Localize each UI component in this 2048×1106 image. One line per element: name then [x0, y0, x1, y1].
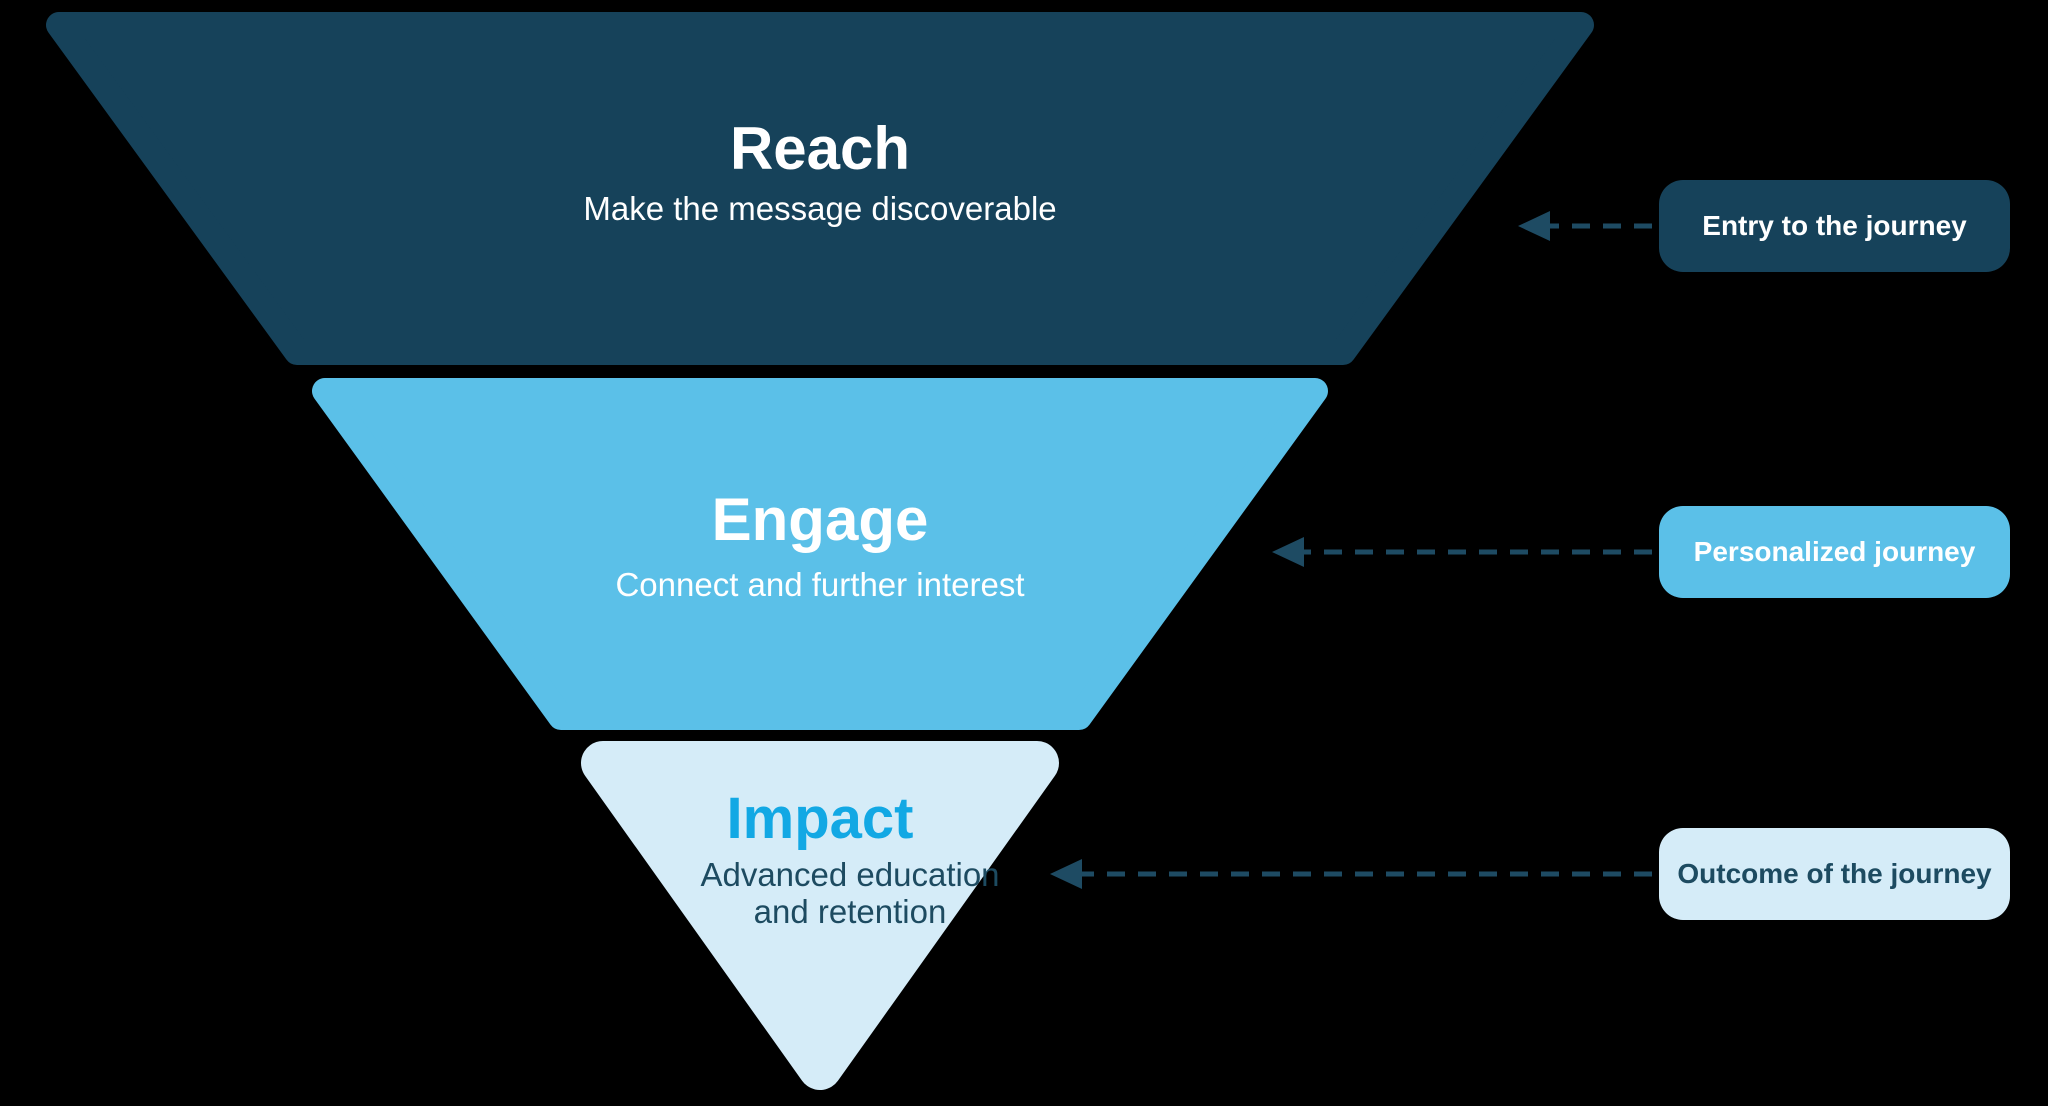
funnel-stage-impact-shape — [581, 741, 1059, 1090]
annotation-label-personalized: Personalized journey — [1693, 536, 1976, 567]
stage-reach-title: Reach — [729, 115, 911, 182]
personalized-arrow — [1272, 537, 1652, 567]
funnel-stage-reach-shape — [46, 12, 1594, 365]
annotation-box-entry: Entry to the journey — [1659, 180, 2010, 272]
outcome-arrow — [1050, 859, 1652, 889]
annotation-label-outcome: Outcome of the journey — [1677, 858, 1992, 889]
annotation-box-personalized: Personalized journey — [1659, 506, 2010, 598]
personalized-arrowhead-icon — [1272, 537, 1304, 567]
stage-impact-subtitle: Advanced education and retention — [700, 856, 1000, 930]
outcome-arrowhead-icon — [1050, 859, 1082, 889]
annotation-label-entry: Entry to the journey — [1702, 210, 1967, 241]
stage-engage-title: Engage — [711, 486, 929, 553]
funnel-stage-engage-shape — [312, 378, 1328, 730]
stage-engage-subtitle: Connect and further interest — [615, 566, 1025, 603]
entry-arrow — [1518, 211, 1652, 241]
stage-impact-title: Impact — [726, 786, 914, 851]
entry-arrowhead-icon — [1518, 211, 1550, 241]
annotation-box-outcome: Outcome of the journey — [1659, 828, 2010, 920]
stage-reach-subtitle: Make the message discoverable — [583, 190, 1057, 227]
